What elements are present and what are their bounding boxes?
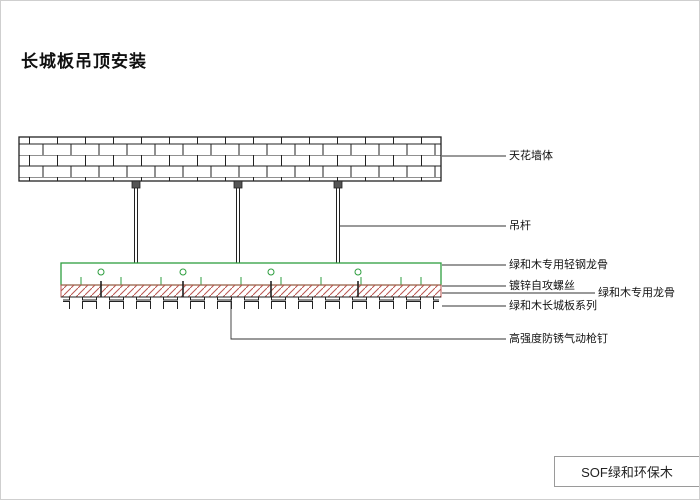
ceiling-slab [18,136,442,182]
hanger-rods [131,180,343,264]
hanger-rod [333,180,343,264]
label-pneumatic-nail: 高强度防锈气动枪钉 [509,333,608,345]
label-self-tapping-screw: 镀锌自攻螺丝 [509,280,575,292]
light-steel-keel-layer [60,262,442,286]
hanger-rod [131,180,141,264]
brand-box: SOF绿和环保木 [554,456,699,487]
label-ceiling-wall: 天花墙体 [509,150,553,162]
leader-nail [230,299,506,340]
drawing-title: 长城板吊顶安装 [21,52,147,71]
label-light-steel-keel: 绿和木专用轻钢龙骨 [509,259,608,271]
label-hanger-rod: 吊杆 [509,220,531,232]
leader-lines [230,155,595,340]
label-special-keel: 绿和木专用龙骨 [598,287,675,299]
self-tapping-screws [100,281,359,297]
label-panel-series: 绿和木长城板系列 [509,300,597,312]
brand-text: SOF绿和环保木 [581,465,673,480]
great-wall-panel-ribs [61,296,441,309]
special-keel-hatch-layer [60,284,442,298]
hanger-rod [233,180,243,264]
